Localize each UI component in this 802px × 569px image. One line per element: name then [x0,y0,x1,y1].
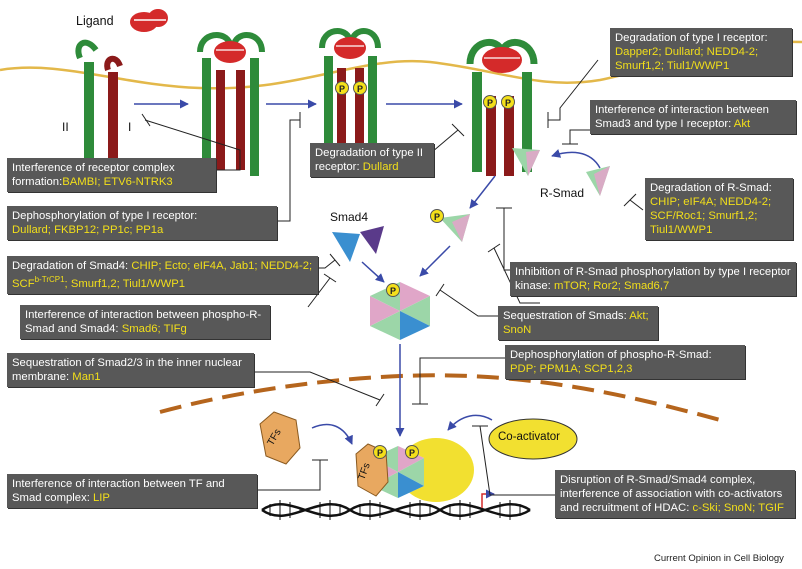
box-interference-receptor-complex: Interference of receptor complex formati… [7,158,216,192]
receptor-complex-active [466,39,538,176]
pathway-arrows [134,99,601,445]
tf-shape-free [259,411,301,465]
phosphate-marker: P [373,445,387,459]
phospho-r-smad-icon [440,214,470,242]
box-degradation-type-i-receptor: Degradation of type I receptor: Dapper2;… [610,28,792,76]
phosphate-marker: P [405,445,419,459]
ligand-label: Ligand [76,14,114,28]
box-degradation-smad4: Degradation of Smad4: CHIP; Ecto; eIF4A,… [7,256,318,294]
phosphate-marker: P [430,209,444,223]
receptor-complex-ligand [197,32,265,176]
coactivator-label: Co-activator [498,431,560,443]
phosphate-marker: P [353,81,367,95]
r-smad-label: R-Smad [540,186,585,200]
smad4-icon [332,226,384,262]
receptor-complex-phosphorylated [319,28,381,174]
smad4-label: Smad4 [330,210,369,224]
receptor-i-label: I [128,120,132,134]
receptor-pair-separate [75,39,123,174]
box-interference-smad3-receptor: Interference of interaction between Smad… [590,100,796,134]
box-disruption-smad-complex: Disruption of R-Smad/Smad4 complex, inte… [555,470,795,518]
phosphate-marker: P [335,81,349,95]
box-dephosphorylation-type-i-receptor: Dephosphorylation of type I receptor: Du… [7,206,277,240]
box-sequestration-smads: Sequestration of Smads: Akt; SnoN [498,306,658,340]
box-interference-tf-smad: Interference of interaction between TF a… [7,474,257,508]
inhibitor-lines [141,59,644,496]
box-interference-phospho-r-smad-smad4: Interference of interaction between phos… [20,305,270,339]
figure-credit: Current Opinion in Cell Biology [654,553,784,564]
box-inhibition-r-smad-phosphorylation: Inhibition of R-Smad phosphorylation by … [510,262,796,296]
phosphate-marker: P [386,283,400,297]
dna-helix [261,489,531,520]
phosphate-marker: P [501,95,515,109]
coactivator-shape [488,418,578,460]
box-degradation-type-ii-receptor: Degradation of type II receptor: Dullard [310,143,434,177]
box-degradation-r-smad: Degradation of R-Smad: CHIP; eIF4A; NEDD… [645,178,793,240]
ligand-icon [130,9,168,32]
box-sequestration-smad23: Sequestration of Smad2/3 in the inner nu… [7,353,254,387]
receptor-ii-label: II [62,120,69,134]
phosphate-marker: P [483,95,497,109]
r-smad-icon [512,148,610,196]
nuclear-membrane [159,373,721,422]
box-dephosphorylation-phospho-r-smad: Dephosphorylation of phospho-R-Smad: PDP… [505,345,745,379]
smad-complex-trimer [370,282,430,340]
